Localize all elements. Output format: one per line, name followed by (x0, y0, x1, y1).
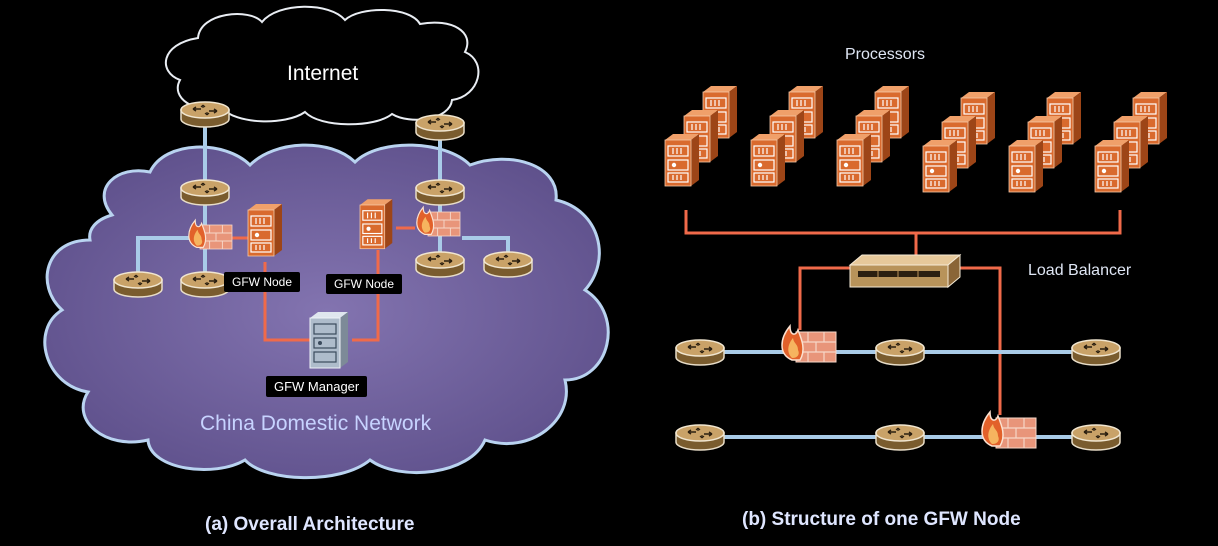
router-icon (180, 271, 230, 298)
processors-grid (664, 85, 1168, 193)
router-icon (675, 339, 725, 366)
router-icon (180, 179, 230, 206)
load-balancer-label: Load Balancer (1028, 262, 1132, 279)
router-icon (1071, 339, 1121, 366)
domestic-network-label: China Domestic Network (200, 412, 432, 435)
manager-server-icon (309, 312, 348, 369)
router-icon (1071, 424, 1121, 451)
firewall-icon (781, 325, 837, 363)
internet-label: Internet (287, 62, 359, 85)
router-icon (180, 101, 230, 128)
router-icon (113, 271, 163, 298)
router-icon (415, 251, 465, 278)
server-icon (247, 203, 283, 257)
router-icon (675, 424, 725, 451)
gfw-manager-label: GFW Manager (266, 376, 368, 397)
router-icon (415, 114, 465, 141)
firewall-icon (981, 411, 1037, 449)
router-icon (875, 424, 925, 451)
gfw-node-label-right: GFW Node (326, 274, 403, 294)
load-balancer-icon (848, 253, 962, 289)
router-icon (415, 179, 465, 206)
processors-label: Processors (845, 46, 926, 63)
gfw-links-b (684, 210, 1122, 415)
server-icon (359, 198, 393, 250)
gfw-node-label-left: GFW Node (224, 272, 301, 292)
router-icon (483, 251, 533, 278)
caption-a: (a) Overall Architecture (205, 514, 415, 535)
caption-b: (b) Structure of one GFW Node (742, 509, 1021, 530)
router-icon (875, 339, 925, 366)
domestic-cloud (43, 143, 610, 480)
